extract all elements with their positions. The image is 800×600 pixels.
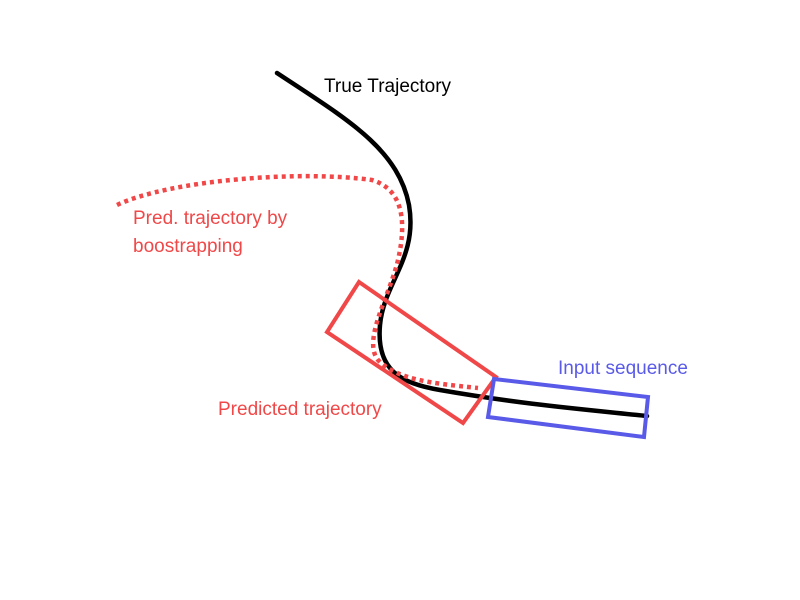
bootstrap-trajectory-curve bbox=[116, 173, 479, 391]
true-trajectory-curve bbox=[274, 70, 650, 419]
true-trajectory-label: True Trajectory bbox=[324, 76, 452, 97]
bootstrap-trajectory-label-line2: boostrapping bbox=[133, 236, 243, 257]
input-sequence-label: Input sequence bbox=[558, 358, 688, 379]
predicted-trajectory-label: Predicted trajectory bbox=[218, 399, 382, 420]
bootstrap-trajectory-label-line1: Pred. trajectory by bbox=[133, 208, 288, 229]
input-sequence-box bbox=[485, 376, 651, 440]
predicted-trajectory-box bbox=[324, 279, 499, 426]
